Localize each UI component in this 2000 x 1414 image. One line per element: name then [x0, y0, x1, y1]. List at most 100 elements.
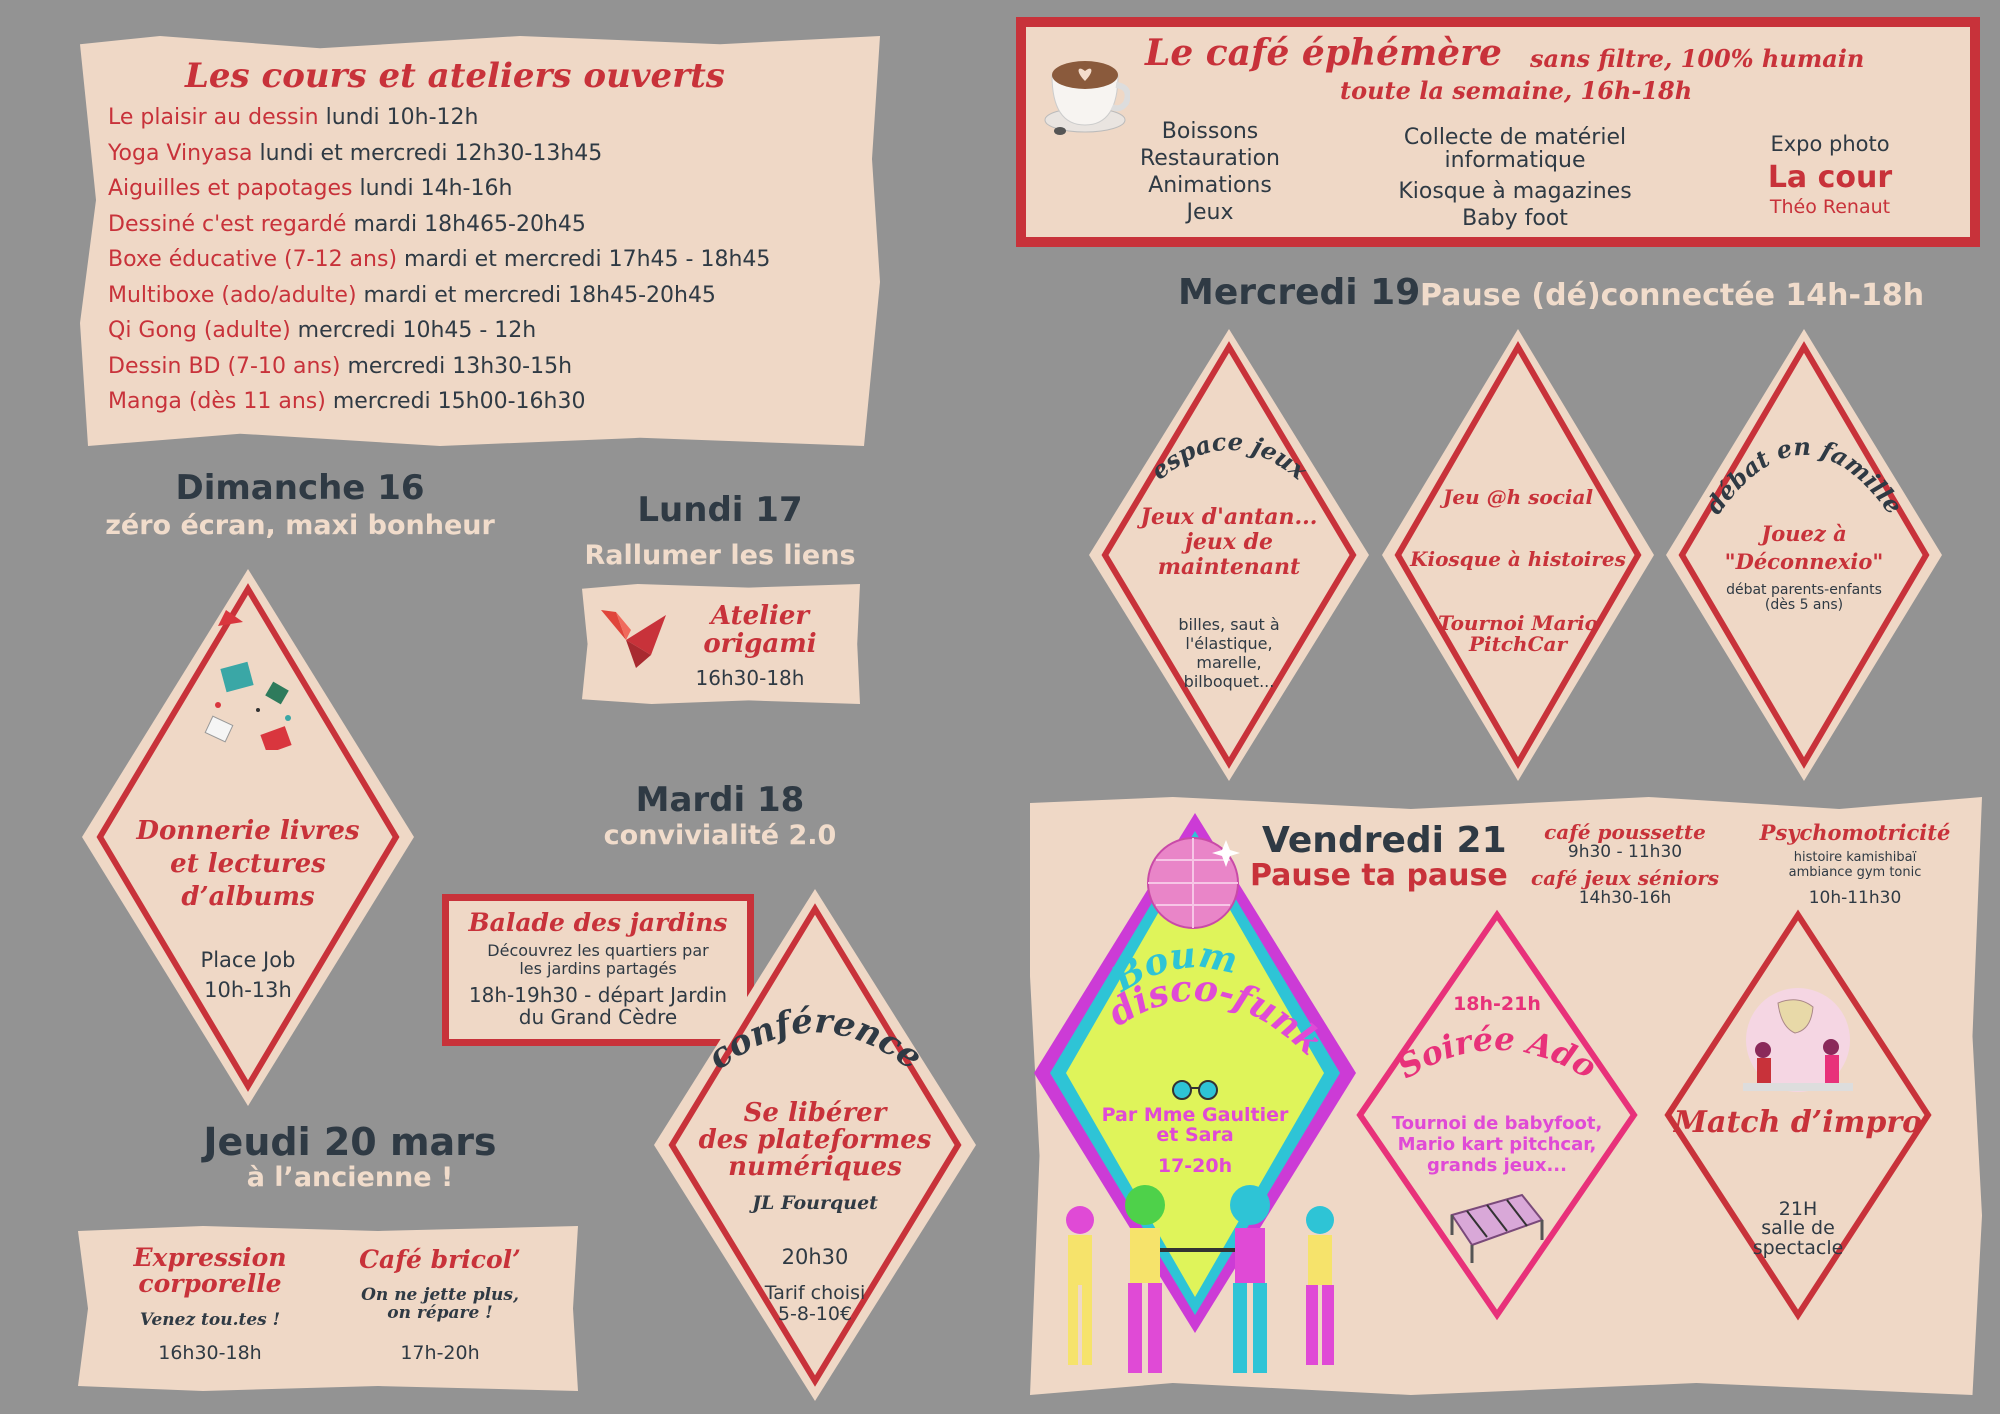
soiree-ado-desc: Tournoi de babyfoot,Mario kart pitchcar,… — [1338, 1113, 1656, 1176]
boum-time: 17-20h — [1157, 1155, 1233, 1177]
cours-time: mardi et mercredi 18h45-20h45 — [363, 282, 716, 308]
impro-time: 21H — [1778, 1198, 1818, 1220]
jeux-antan-desc-line-1: l'élastique, — [1185, 634, 1273, 653]
expo-label: Expo photo — [1770, 132, 1890, 156]
balade-title: Balade des jardins — [468, 908, 728, 937]
cafe-poussette-label: café poussette — [1544, 820, 1706, 844]
deconnexio-desc-line-1: (dès 5 ans) — [1764, 597, 1844, 613]
jeu-social-label: Jeu @h social — [1442, 485, 1594, 509]
conference-title-line-2: numériques — [728, 1152, 902, 1182]
cafe-panel — [1016, 17, 1980, 247]
boum-by-line-0: Par Mme Gaultier — [1101, 1104, 1289, 1126]
bricol-sub-line-0: On ne jette plus, — [361, 1285, 519, 1305]
expression-time: 16h30-18h — [158, 1342, 262, 1364]
balade-panel — [442, 894, 754, 1046]
jeudi-day: Jeudi 20 mars — [203, 1120, 497, 1164]
bricol-sub-line-1: on répare ! — [387, 1303, 493, 1323]
balade-desc-line-0: Découvrez les quartiers par — [487, 941, 709, 960]
babyfoot-icon — [1442, 1185, 1552, 1265]
cours-panel — [80, 36, 880, 446]
mercredi-diamond-3: débat en famille Jouez à"Déconnexio" déb… — [1662, 325, 1946, 785]
cours-time: mardi 18h465-20h45 — [353, 211, 586, 237]
cafe-title: Le café éphémère — [1145, 32, 1502, 74]
expression-title-line-1: corporelle — [138, 1269, 282, 1298]
cours-time: lundi et mercredi 12h30-13h45 — [259, 140, 603, 166]
mardi-theme: convivialité 2.0 — [603, 820, 837, 851]
cours-time: mercredi 10h45 - 12h — [297, 318, 537, 343]
cours-name: Qi Gong (adulte) — [108, 318, 298, 343]
cafe-col1-line-1: Restauration — [1139, 146, 1280, 171]
soiree-ado-diamond: Soirée Ado 18h-21h Tournoi de babyfoot,M… — [1338, 895, 1656, 1335]
cours-time: mercredi 15h00-16h30 — [332, 389, 586, 414]
cours-name: Yoga Vinyasa — [108, 140, 260, 166]
cafe-poussette-time: 9h30 - 11h30 — [1567, 842, 1683, 862]
cours-row: Dessiné c'est regardé mardi 18h465-20h45 — [108, 207, 770, 243]
jeudi-panel — [78, 1226, 578, 1391]
cafe-schedule: toute la semaine, 16h-18h — [1340, 76, 1693, 105]
kiosque-label: Kiosque à histoires — [1410, 547, 1626, 571]
lundi-event-title-line-1: origami — [703, 629, 817, 659]
jeux-antan-title-line-0: Jeux d'antan... — [1140, 504, 1318, 530]
cours-name: Manga (dès 11 ans) — [108, 389, 333, 414]
dimanche-day: Dimanche 16 — [175, 468, 425, 508]
jeux-antan-desc-line-0: billes, saut à — [1178, 615, 1280, 634]
cours-name: Aiguilles et papotages — [108, 176, 360, 201]
dimanche-event-title-line-2: d’albums — [181, 882, 315, 912]
mardi-day: Mardi 18 — [635, 780, 805, 820]
cafe-col2-line-2: Kiosque à magazines — [1398, 179, 1632, 204]
soiree-ado-time: 18h-21h — [1453, 993, 1541, 1015]
dimanche-event-title-line-0: Donnerie livres — [136, 816, 360, 846]
impro-place-line-1: spectacle — [1752, 1237, 1844, 1259]
cafe-col2-line-1: informatique — [1444, 148, 1586, 173]
cours-row: Yoga Vinyasa lundi et mercredi 12h30-13h… — [108, 136, 770, 172]
conference-title-line-1: des plateformes — [698, 1125, 932, 1155]
jeux-antan-desc-line-3: bilboquet... — [1183, 672, 1275, 691]
impro-place-line-0: salle de — [1761, 1217, 1835, 1239]
deconnexio-desc: débat parents-enfants(dès 5 ans) — [1662, 583, 1946, 613]
jeux-antan-title-line-2: maintenant — [1157, 554, 1301, 580]
bricol-title: Café bricol’ — [359, 1245, 521, 1274]
cours-name: Dessin BD (7-10 ans) — [108, 353, 348, 379]
origami-crane-icon — [596, 600, 674, 670]
bricol-time: 17h-20h — [400, 1342, 480, 1364]
dimanche-theme: zéro écran, maxi bonheur — [105, 510, 495, 541]
soiree-ado-desc-line-0: Tournoi de babyfoot, — [1391, 1113, 1603, 1134]
cafe-col1-line-2: Animations — [1148, 173, 1272, 198]
mercredi-day: Mercredi 19 — [1178, 272, 1421, 313]
cafe-seniors-time: 14h30-16h — [1578, 888, 1672, 908]
cours-name: Boxe éducative (7-12 ans) — [108, 247, 405, 272]
balade-time-line-1: du Grand Cèdre — [518, 1005, 678, 1029]
dimanche-time: 10h-13h — [204, 978, 292, 1002]
conference-title-line-0: Se libérer — [743, 1098, 887, 1128]
boum-by-line-1: et Sara — [1156, 1124, 1234, 1146]
jeux-antan-desc-line-2: marelle, — [1196, 653, 1262, 672]
lundi-day: Lundi 17 — [637, 490, 803, 530]
cours-name: Le plaisir au dessin — [108, 105, 326, 130]
mercredi-diamond-2: Jeu @h social Kiosque à histoires Tourno… — [1378, 325, 1658, 785]
lundi-theme: Rallumer les liens — [584, 540, 856, 571]
psychomotricite-desc-line-1: ambiance gym tonic — [1788, 865, 1922, 880]
cours-row: Multiboxe (ado/adulte) mardi et mercredi… — [108, 278, 770, 314]
cours-row: Manga (dès 11 ans) mercredi 15h00-16h30 — [108, 384, 770, 420]
lundi-time: 16h30-18h — [695, 666, 805, 690]
conference-price-line-1: 5-8-10€ — [777, 1303, 853, 1325]
cours-row: Aiguilles et papotages lundi 14h-16h — [108, 171, 770, 207]
cafe-col2-line-0: Collecte de matériel — [1403, 125, 1627, 150]
balade-desc-line-1: les jardins partagés — [519, 959, 677, 978]
deconnexio-title-line-1: "Déconnexio" — [1724, 549, 1884, 574]
deconnexio-title: Jouez à"Déconnexio" — [1662, 520, 1946, 576]
expo-author: Théo Renaut — [1769, 196, 1891, 218]
dimanche-event-title-line-1: et lectures — [170, 849, 326, 879]
